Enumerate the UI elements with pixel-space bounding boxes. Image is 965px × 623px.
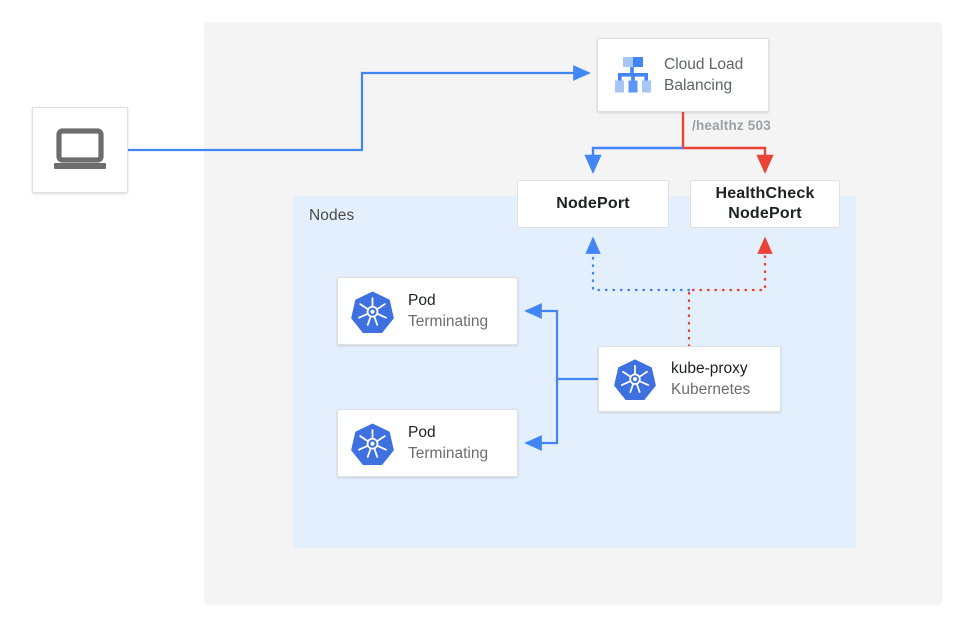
kube-proxy-text-block: kube-proxy Kubernetes bbox=[671, 359, 750, 400]
pod-title: Pod bbox=[408, 291, 436, 309]
cloud-load-balancing-icon bbox=[615, 57, 651, 93]
pod-card: Pod Terminating bbox=[337, 277, 518, 345]
healthz-status-label: /healthz 503 bbox=[692, 118, 771, 133]
nodeport-card: NodePort bbox=[517, 180, 669, 228]
healthcheck-nodeport-card: HealthCheck NodePort bbox=[690, 180, 840, 228]
pod-card: Pod Terminating bbox=[337, 409, 518, 477]
cloud-load-balancing-card: Cloud Load Balancing bbox=[597, 38, 769, 112]
client-device-card bbox=[32, 107, 128, 193]
pod-status: Terminating bbox=[408, 444, 489, 462]
pod-text-block: Pod Terminating bbox=[408, 423, 488, 464]
pod-text-block: Pod Terminating bbox=[408, 291, 488, 332]
kubernetes-icon bbox=[351, 422, 394, 465]
laptop-icon bbox=[54, 128, 106, 169]
pod-title: Pod bbox=[408, 423, 436, 441]
nodeport-label: NodePort bbox=[556, 195, 630, 212]
nodes-panel-label: Nodes bbox=[309, 207, 355, 224]
kubernetes-icon bbox=[351, 290, 394, 333]
kube-proxy-card: kube-proxy Kubernetes bbox=[598, 346, 781, 412]
kube-proxy-subtitle: Kubernetes bbox=[671, 380, 751, 398]
kubernetes-icon bbox=[614, 359, 656, 400]
healthcheck-nodeport-label: HealthCheck NodePort bbox=[715, 185, 815, 222]
kube-proxy-title: kube-proxy bbox=[671, 359, 748, 377]
cloud-load-balancing-label: Cloud Load Balancing bbox=[664, 56, 744, 94]
pod-status: Terminating bbox=[408, 312, 489, 330]
